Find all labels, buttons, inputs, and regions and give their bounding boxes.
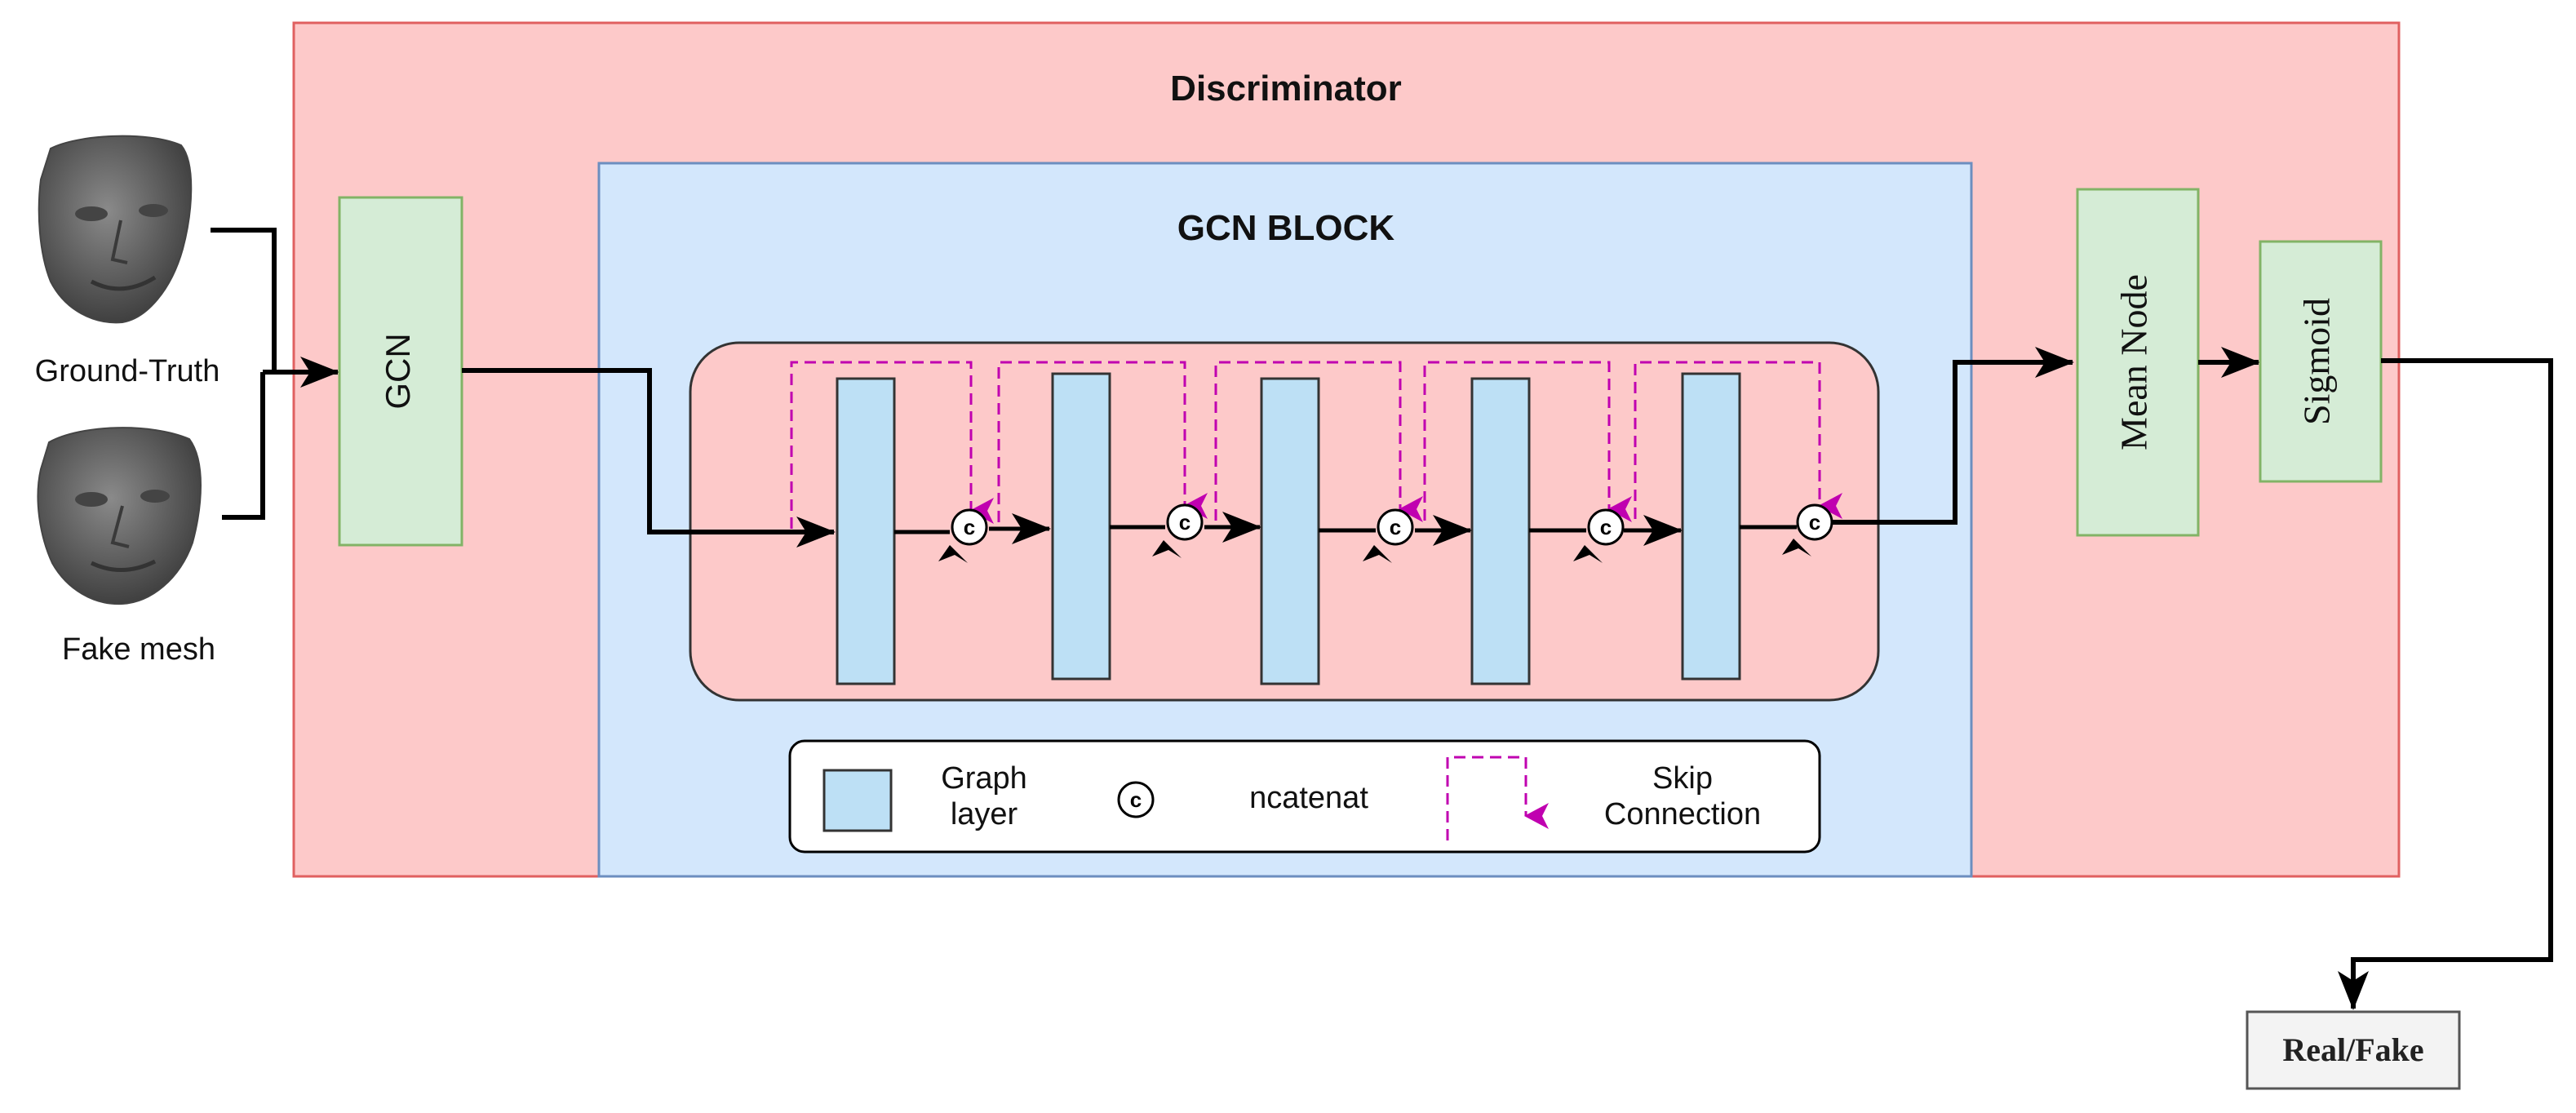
concat-symbol: c xyxy=(1390,515,1401,539)
graph-layer xyxy=(1681,372,1741,681)
graph-layer xyxy=(1470,377,1531,685)
ground-truth-label: Ground-Truth xyxy=(35,354,220,388)
legend-graph-layer-swatch xyxy=(822,769,893,832)
sigmoid-to-output-arrow xyxy=(2338,358,2553,1010)
mean-node-box xyxy=(2076,188,2200,537)
gcn-to-block-arrow xyxy=(462,368,836,548)
concat-node: c xyxy=(1796,503,1833,541)
fake-mesh-face-icon xyxy=(37,427,202,605)
concat-symbol: c xyxy=(1600,515,1612,539)
concat-node: c xyxy=(1166,503,1204,541)
legend-graph-layer-label-line1: Graph xyxy=(941,761,1027,796)
graph-layer xyxy=(1260,377,1320,685)
skip-connection xyxy=(1423,361,1632,522)
concat-node: c xyxy=(1377,508,1414,546)
output-label: Real/Fake xyxy=(2282,1031,2423,1068)
legend-box xyxy=(788,739,1821,854)
skip-connection xyxy=(790,361,994,529)
legend-skip-connection-icon xyxy=(1446,756,1549,840)
mean-node-label: Mean Node xyxy=(2113,274,2155,450)
skip-connection xyxy=(1634,361,1842,519)
input-connector-ground-truth xyxy=(211,228,277,372)
legend-concat-label: ncatenat xyxy=(1249,781,1368,815)
concat-symbol: c xyxy=(964,515,975,539)
discriminator-title: Discriminator xyxy=(1170,69,1402,109)
block-to-mean-node-arrow xyxy=(1833,347,2074,525)
legend-concat-icon xyxy=(1117,781,1155,818)
legend-concat-symbol: c xyxy=(1130,787,1142,812)
ground-truth-face-icon xyxy=(38,135,193,324)
legend-skip-label-line2: Connection xyxy=(1604,797,1761,831)
legend-graph-layer-label-line2: layer xyxy=(951,797,1018,831)
skip-connection xyxy=(997,361,1208,522)
gcn-label: GCN xyxy=(379,333,417,409)
gcn-box xyxy=(338,196,463,547)
legend-skip-label-line1: Skip xyxy=(1652,761,1713,796)
legend: Graph layer c ncatenat Skip Connection xyxy=(788,739,1821,854)
concat-symbol: c xyxy=(1179,510,1190,534)
layer-flow-arrows xyxy=(894,512,1797,546)
concat-node: c xyxy=(951,508,988,546)
output-box xyxy=(2246,1010,2461,1090)
concat-up-arrows xyxy=(938,539,1811,563)
fake-mesh-label: Fake mesh xyxy=(62,632,215,667)
gcn-block-title: GCN BLOCK xyxy=(1177,208,1395,248)
concat-nodes: c c c c c xyxy=(951,503,1833,546)
skip-connection xyxy=(1214,361,1423,522)
input-connector-fake xyxy=(222,372,265,520)
graph-layer xyxy=(1051,372,1111,681)
skip-connections xyxy=(790,361,1842,529)
concat-symbol: c xyxy=(1809,510,1820,534)
concat-node: c xyxy=(1587,508,1625,546)
graph-layer xyxy=(836,377,896,685)
sigmoid-label: Sigmoid xyxy=(2296,298,2338,425)
